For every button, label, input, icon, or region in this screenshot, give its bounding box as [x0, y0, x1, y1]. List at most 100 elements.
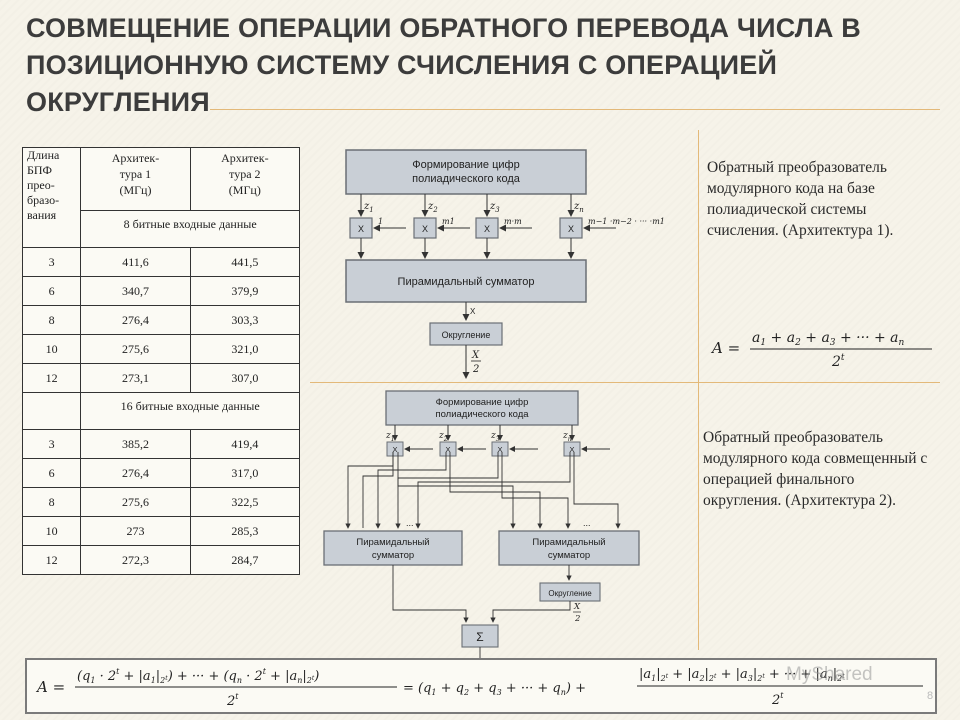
row-8bit-arch2: 441,5: [189, 247, 301, 277]
watermark: MyShared: [786, 664, 873, 685]
svg-text:a1 + a2 + a3 + ··· + an: a1 + a2 + a3 + ··· + an: [752, 330, 905, 348]
header-arch1: Архитек-тура 1(МГц): [80, 147, 191, 211]
row-16bit-arch2: 285,3: [189, 516, 301, 546]
svg-text:|a1|2t + |a2|2t + |a3|2t + ···: |a1|2t + |a2|2t + |a3|2t + ··· + |an|2t: [639, 667, 845, 683]
row-16bit-arch2: 322,5: [189, 487, 301, 517]
row-8bit-arch2: 303,3: [189, 305, 301, 335]
page-number: 8: [927, 690, 934, 702]
svg-text:2t: 2t: [771, 691, 784, 708]
row-8bit-n: 6: [21, 276, 82, 306]
svg-text:z3: z3: [489, 201, 500, 214]
row-16bit-arch1: 273: [80, 516, 191, 546]
row-8bit-arch1: 276,4: [80, 305, 191, 335]
svg-text:z1: z1: [363, 201, 374, 214]
vertical-rule: [698, 130, 699, 650]
arch1-diagram: Формирование цифр полиадического кода z1…: [345, 149, 665, 379]
arch2-diagram: Формирование цифр полиадического кода z1…: [323, 390, 640, 658]
svg-text:X: X: [392, 445, 397, 454]
arch2-sum-left-line1: Пирамидальный: [356, 537, 429, 548]
row-16bit-n: 6: [21, 458, 82, 488]
arch2-sum-left-block: [323, 530, 463, 566]
bottom-formula: A = (q1 · 2t + |a1|2t) + ··· + (qn · 2t …: [35, 667, 923, 709]
svg-text:X: X: [497, 445, 502, 454]
svg-text:2t: 2t: [226, 692, 239, 709]
row-16bit-arch1: 275,6: [80, 487, 191, 517]
arch2-sigma-label: Σ: [476, 630, 483, 644]
row-16bit-arch2: 317,0: [189, 458, 301, 488]
svg-text:X: X: [569, 445, 574, 454]
row-8bit-arch1: 411,6: [80, 247, 191, 277]
row-16bit-n: 3: [21, 429, 82, 459]
section-8bit-row: 8 битные входные данные: [23, 210, 300, 248]
section-16bit-label: 16 битные входные данные: [80, 392, 300, 430]
svg-text:X: X: [573, 602, 581, 612]
row-8bit-arch2: 321,0: [189, 334, 301, 364]
row-8bit-n: 3: [21, 247, 82, 277]
svg-text:X: X: [484, 224, 490, 234]
svg-text:m1: m1: [442, 217, 455, 226]
svg-text:X: X: [358, 224, 364, 234]
svg-text:A =: A =: [35, 678, 65, 696]
arch2-sum-right-line2: сумматор: [548, 550, 590, 561]
svg-text:X: X: [445, 445, 450, 454]
row-16bit-arch1: 272,3: [80, 545, 191, 575]
arch1-form-block: [345, 149, 587, 195]
svg-text:z2: z2: [427, 201, 438, 214]
svg-text:m−1 ·m−2 · ··· ·m1: m−1 ·m−2 · ··· ·m1: [588, 217, 665, 226]
arch2-form-block: [385, 390, 579, 426]
row-8bit-arch1: 275,6: [80, 334, 191, 364]
arch2-dots-right: ...: [583, 518, 591, 528]
svg-text:z1: z1: [385, 431, 395, 443]
arch1-formula: A = a1 + a2 + a3 + ··· + an 2t: [710, 330, 932, 370]
svg-text:X: X: [568, 224, 574, 234]
row-8bit-arch2: 379,9: [189, 276, 301, 306]
row-8bit-n: 12: [21, 363, 82, 393]
arch2-multiplier-3: z3X: [490, 425, 538, 457]
row-16bit-n: 12: [21, 545, 82, 575]
row-8bit-n: 8: [21, 305, 82, 335]
row-16bit-arch2: 419,4: [189, 429, 301, 459]
row-16bit-arch1: 385,2: [80, 429, 191, 459]
svg-text:2t: 2t: [831, 353, 845, 370]
arch1-sum-block: [345, 259, 587, 303]
svg-text:z2: z2: [438, 431, 448, 443]
section-8bit-label: 8 битные входные данные: [80, 210, 300, 248]
svg-text:X: X: [422, 224, 428, 234]
row-16bit-arch1: 276,4: [80, 458, 191, 488]
row-8bit-arch1: 273,1: [80, 363, 191, 393]
row-8bit-arch2: 307,0: [189, 363, 301, 393]
arch1-sum-label: Пирамидальный сумматор: [398, 276, 535, 288]
row-8bit-n: 10: [21, 334, 82, 364]
svg-text:1: 1: [378, 217, 383, 226]
svg-text:zn: zn: [573, 201, 584, 214]
arch2-form-line1: Формирование цифр: [436, 397, 529, 408]
arch2-sum-right-line1: Пирамидальный: [532, 537, 605, 548]
arch1-description: Обратный преобразователь модулярного код…: [707, 159, 894, 239]
horizontal-rule: [310, 382, 940, 383]
arch1-x-label: X: [470, 307, 476, 316]
arch2-sum-left-line2: сумматор: [372, 550, 414, 561]
svg-text:X: X: [471, 350, 480, 361]
row-16bit-n: 10: [21, 516, 82, 546]
arch2-multiplier-2: z2X: [438, 425, 486, 457]
svg-text:A =: A =: [710, 339, 740, 357]
svg-text:= (q1 + q2 + q3 + ··· + qn) +: = (q1 + q2 + q3 + ··· + qn) +: [403, 681, 586, 697]
arch2-description: Обратный преобразователь модулярного код…: [703, 429, 928, 509]
arch2-dots-left: ...: [406, 518, 414, 528]
row-8bit-arch1: 340,7: [80, 276, 191, 306]
arch1-form-line1: Формирование цифр: [412, 159, 519, 171]
arch2-multiplier-1: z1X: [385, 425, 433, 457]
svg-text:m·m: m·m: [504, 217, 522, 226]
header-arch2: Архитек-тура 2(МГц): [189, 147, 301, 211]
slide-title: Совмещение операции обратного перевода ч…: [26, 13, 861, 117]
